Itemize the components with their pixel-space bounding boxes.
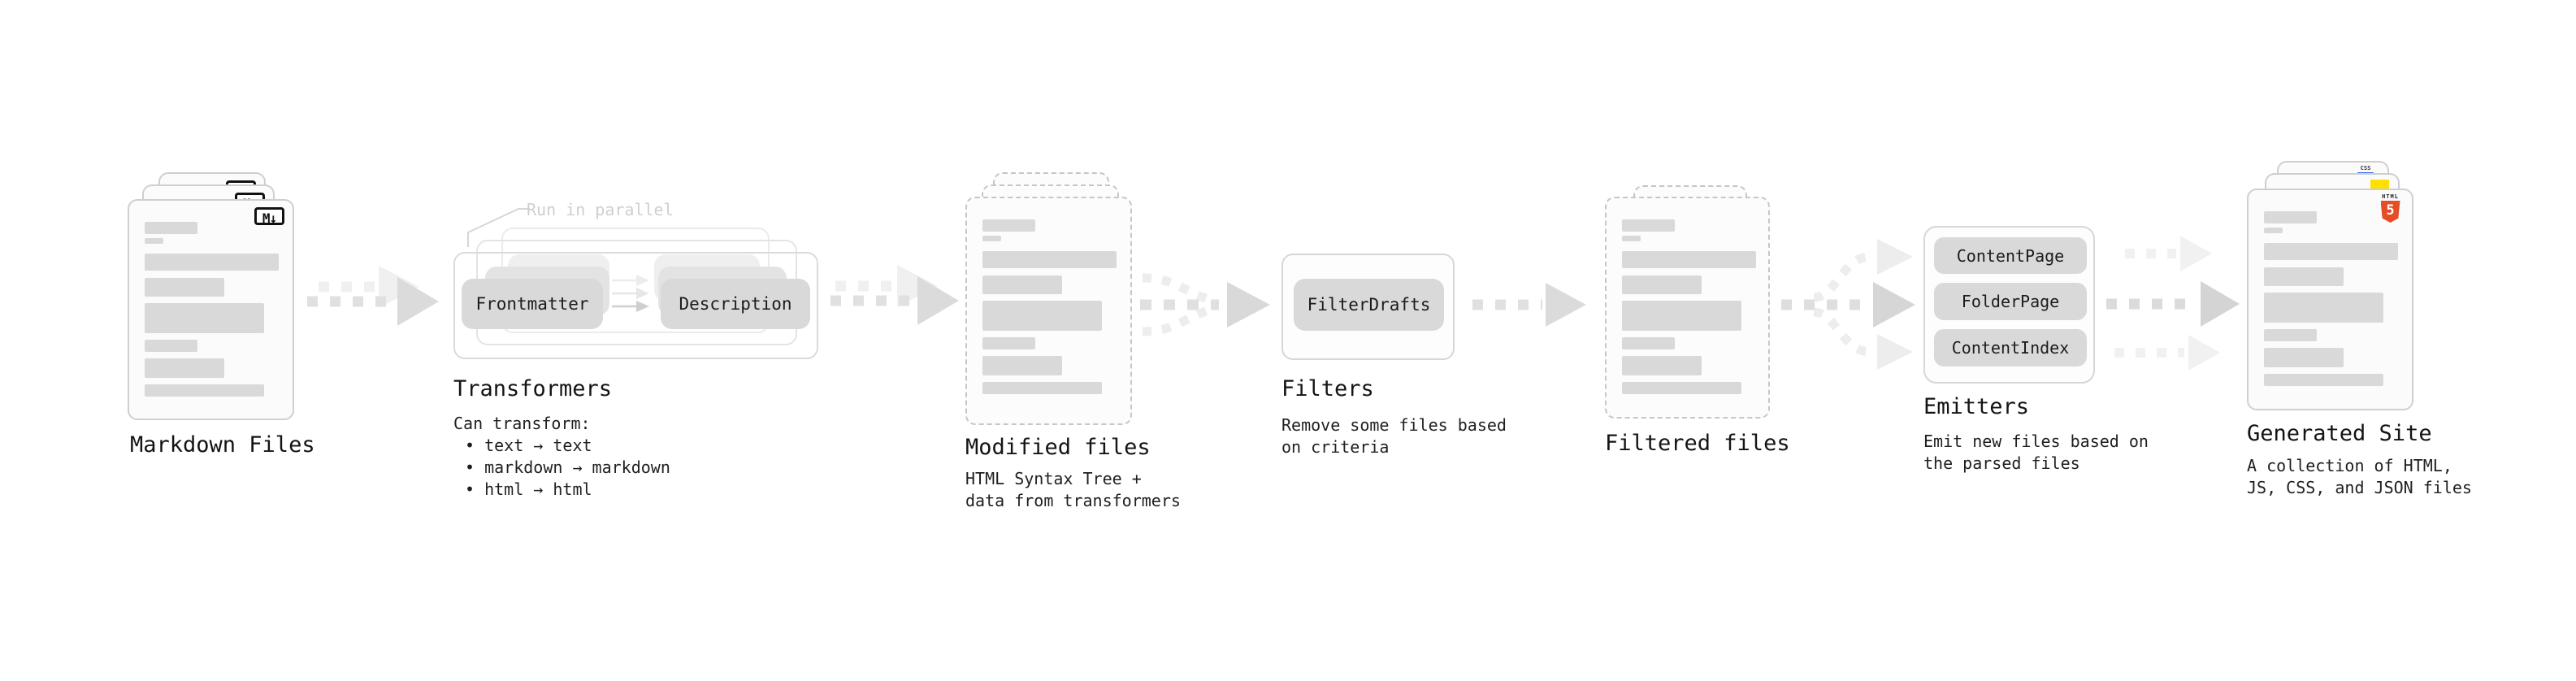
skeleton-line xyxy=(1622,356,1702,375)
skeleton-line xyxy=(982,219,1035,232)
transformers-bullet: • markdown → markdown xyxy=(465,458,670,477)
stage-title-generated-site: Generated Site xyxy=(2247,421,2432,446)
arrow-frontmatter-to-description xyxy=(612,275,649,312)
skeleton-line xyxy=(982,337,1035,349)
modified-file-card-front xyxy=(965,197,1132,425)
stage-title-filters: Filters xyxy=(1281,376,1374,401)
skeleton-line xyxy=(2264,243,2398,260)
skeleton-line xyxy=(145,303,264,333)
transformers-intro: Can transform: xyxy=(453,414,591,433)
skeleton-line xyxy=(982,251,1117,268)
skeleton-line xyxy=(1622,275,1702,294)
skeleton-line xyxy=(1622,251,1756,268)
skeleton-line xyxy=(145,340,197,352)
generated-file-card-front: HTML 5 xyxy=(2247,189,2413,410)
markdown-file-card-front: M↓ xyxy=(128,199,294,420)
skeleton-line xyxy=(982,301,1102,331)
skeleton-line xyxy=(982,382,1102,394)
emitter-pill-content-index: ContentIndex xyxy=(1934,329,2087,367)
skeleton-line xyxy=(145,278,224,297)
skeleton-line xyxy=(2264,228,2283,233)
arrow-transformers-to-modified xyxy=(830,265,959,325)
skeleton-line xyxy=(982,236,1001,241)
skeleton-line xyxy=(145,384,264,397)
arrow-modified-to-filters-merge xyxy=(1140,273,1270,336)
arrow-markdown-to-transformers xyxy=(307,266,439,326)
modified-files-description: HTML Syntax Tree + data from transformer… xyxy=(965,469,1181,510)
skeleton-line xyxy=(145,254,279,271)
document-skeleton xyxy=(2264,211,2398,386)
skeleton-line xyxy=(145,358,224,378)
skeleton-line xyxy=(1622,382,1741,394)
transformers-bullet: • html → html xyxy=(465,479,592,499)
document-skeleton xyxy=(1622,219,1756,394)
skeleton-line xyxy=(2264,348,2344,367)
html5-icon-shield: 5 xyxy=(2380,201,2400,223)
markdown-icon: M↓ xyxy=(254,207,284,226)
arrow-emitters-to-generated xyxy=(2106,236,2240,371)
skeleton-line xyxy=(982,275,1062,294)
html5-icon-label: HTML xyxy=(2382,193,2399,200)
skeleton-line xyxy=(1622,219,1675,232)
skeleton-line xyxy=(1622,236,1641,241)
css-icon-label: CSS xyxy=(2360,165,2371,171)
filters-description: Remove some files based on criteria xyxy=(1281,415,1507,457)
emitter-pill-content-page: ContentPage xyxy=(1934,237,2087,274)
stage-title-markdown-files: Markdown Files xyxy=(130,432,315,458)
stage-title-transformers: Transformers xyxy=(453,376,613,401)
transformer-layer-box-front xyxy=(453,252,818,359)
skeleton-line xyxy=(2264,267,2344,286)
skeleton-line xyxy=(2264,374,2383,386)
emitter-pill-folder-page: FolderPage xyxy=(1934,283,2087,320)
stage-title-emitters: Emitters xyxy=(1923,394,2030,419)
filtered-file-card-front xyxy=(1605,197,1770,419)
emitters-description: Emit new files based on the parsed files xyxy=(1923,432,2149,473)
document-skeleton xyxy=(982,219,1117,394)
js-icon xyxy=(2370,180,2389,190)
skeleton-line xyxy=(145,238,163,244)
stage-title-filtered-files: Filtered files xyxy=(1605,431,1790,456)
arrow-filtered-to-emitters-fanout xyxy=(1781,239,1915,370)
html5-icon: HTML 5 xyxy=(2379,193,2401,223)
run-in-parallel-leader-line xyxy=(467,208,530,247)
skeleton-line xyxy=(982,356,1062,375)
frontmatter-pill: Frontmatter xyxy=(462,279,603,329)
skeleton-line xyxy=(1622,301,1741,331)
transformers-bullet: • text → text xyxy=(465,436,592,455)
skeleton-line xyxy=(145,222,197,234)
skeleton-line xyxy=(2264,211,2317,223)
document-skeleton xyxy=(145,222,279,397)
skeleton-line xyxy=(2264,329,2317,341)
arrow-filters-to-filtered xyxy=(1472,283,1586,327)
generated-site-description: A collection of HTML, JS, CSS, and JSON … xyxy=(2247,456,2472,497)
run-in-parallel-callout: Run in parallel xyxy=(527,200,674,219)
stage-title-modified-files: Modified files xyxy=(965,435,1151,460)
filter-drafts-pill: FilterDrafts xyxy=(1294,279,1444,331)
skeleton-line xyxy=(1622,337,1675,349)
skeleton-line xyxy=(2264,293,2383,323)
description-pill: Description xyxy=(661,279,810,329)
